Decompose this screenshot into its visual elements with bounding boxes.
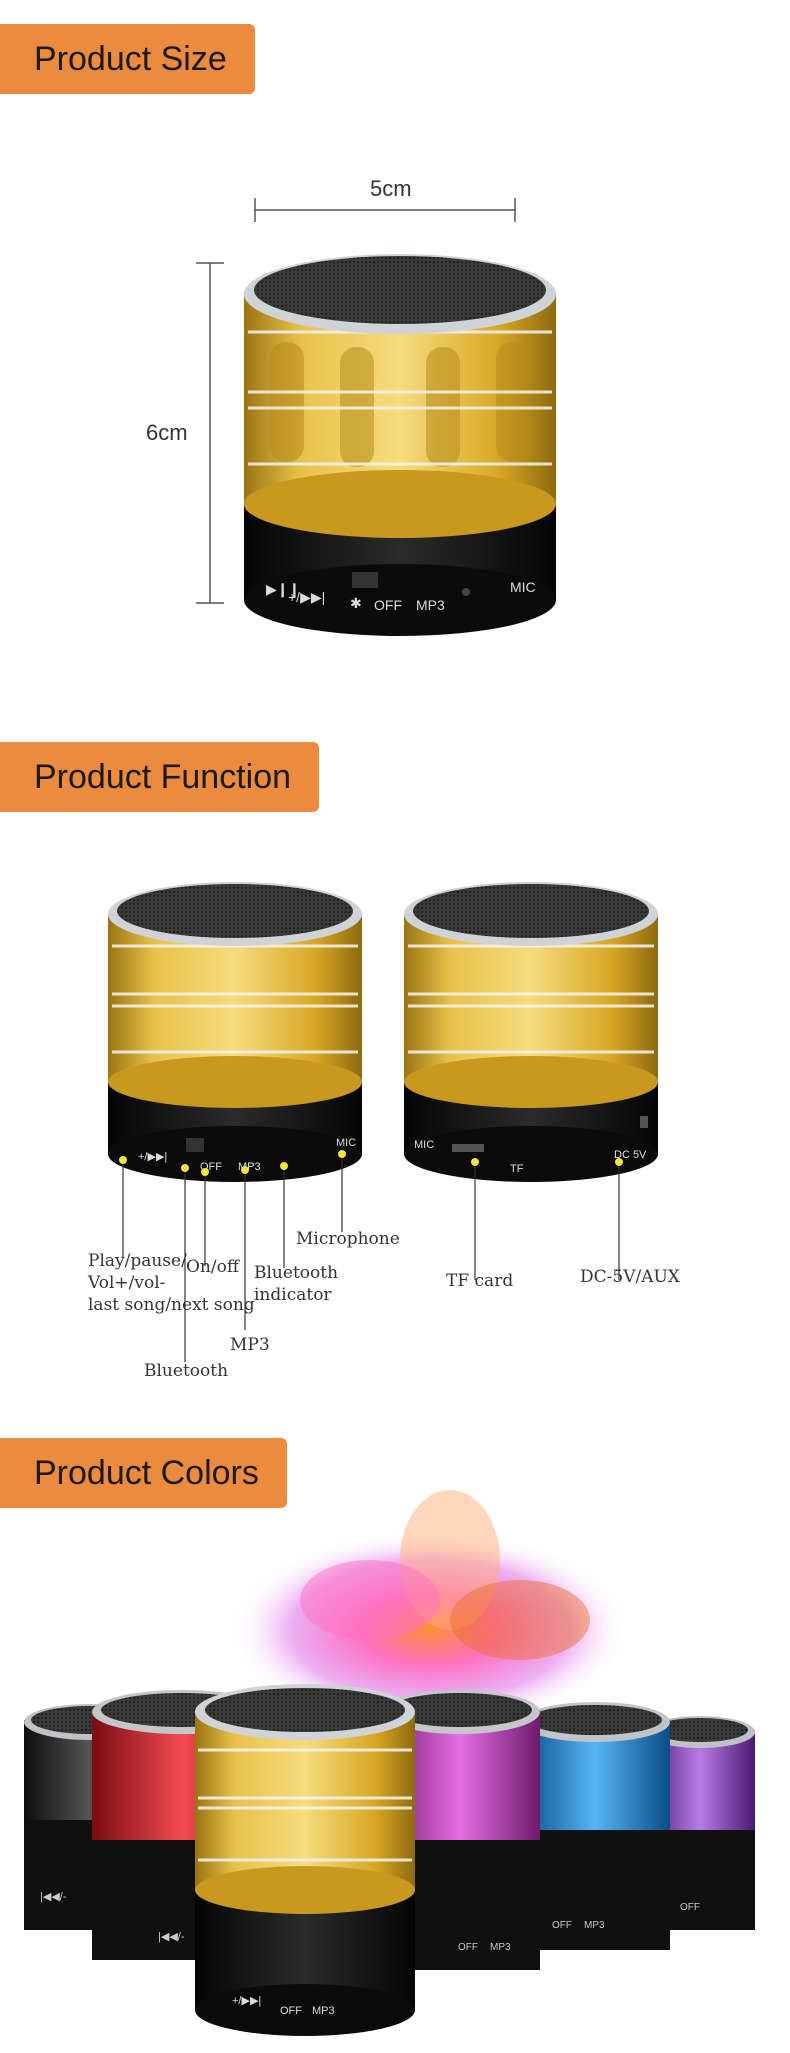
callout-bluetooth-indicator: Bluetooth indicator [254, 1263, 339, 1305]
color-lineup: |◀◀/- OFF OFF MP3 |◀◀/- OFF MP3 [24, 1684, 755, 2036]
off-marking-magenta: OFF [458, 1942, 478, 1953]
height-dimension-line [196, 262, 224, 604]
mic-marking-back: MIC [414, 1139, 434, 1151]
prev-marking-red: |◀◀/- [158, 1931, 185, 1943]
mic-marking-front: MIC [336, 1137, 356, 1149]
height-label: 6cm [146, 420, 188, 445]
callout-dc-aux: DC-5V/AUX [580, 1267, 680, 1287]
section-title-size: Product Size [0, 24, 255, 94]
volume-marking: +/▶▶| [288, 589, 325, 605]
callout-tf-card: TF card [446, 1271, 514, 1291]
callout-mp3: MP3 [230, 1335, 270, 1355]
callout-microphone: Microphone [296, 1229, 400, 1249]
color-powder-burst [230, 1490, 630, 1720]
bluetooth-marking: ✱ [350, 595, 362, 611]
speaker-gold-large: ▶❙❙ +/▶▶| ✱ OFF MP3 MIC [244, 254, 556, 636]
mp3-marking-magenta: MP3 [490, 1942, 511, 1953]
speaker-gold-back: MIC TF DC 5V [404, 882, 658, 1182]
volume-marking-colors: +/▶▶| [232, 1995, 261, 2007]
section-title-function: Product Function [0, 742, 320, 812]
volume-marking-front: +/▶▶| [138, 1151, 167, 1163]
callout-bluetooth: Bluetooth [144, 1361, 229, 1381]
section-title-colors: Product Colors [0, 1438, 287, 1508]
width-dimension-line [254, 198, 516, 222]
speaker-gold-front-row: +/▶▶| OFF MP3 [195, 1684, 415, 2036]
mp3-marking-blue: MP3 [584, 1920, 605, 1931]
prev-marking-black: |◀◀/- [40, 1891, 67, 1903]
dc-marking: DC 5V [614, 1149, 647, 1161]
tf-marking: TF [510, 1163, 524, 1175]
off-marking-colors: OFF [280, 2005, 302, 2017]
mp3-marking-colors: MP3 [312, 2005, 335, 2017]
off-marking-blue: OFF [552, 1920, 572, 1931]
callout-on-off: On/off [186, 1257, 239, 1277]
off-marking-purple: OFF [680, 1902, 700, 1913]
off-marking: OFF [374, 597, 402, 613]
speaker-blue: OFF MP3 [520, 1702, 670, 1950]
mic-marking: MIC [510, 579, 536, 595]
callout-play-pause: Play/pause/ Vol+/vol- last song/next son… [88, 1251, 255, 1315]
mp3-marking: MP3 [416, 597, 445, 613]
width-label: 5cm [370, 176, 412, 201]
speaker-gold-front: +/▶▶| OFF MP3 MIC [108, 882, 362, 1182]
play-pause-marking: ▶❙❙ [266, 581, 300, 598]
function-callout-lines [119, 1150, 623, 1362]
